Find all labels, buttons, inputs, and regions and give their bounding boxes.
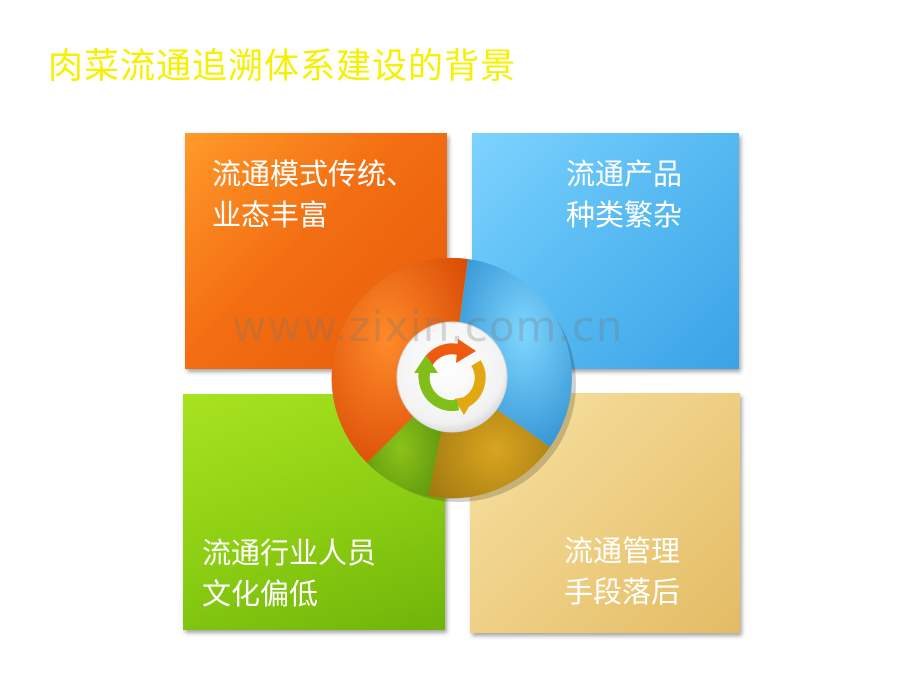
quadrant-text-tan: 流通管理 手段落后 bbox=[564, 531, 680, 613]
quadrant-line: 种类繁杂 bbox=[566, 198, 683, 232]
page-title: 肉菜流通追溯体系建设的背景 bbox=[48, 47, 517, 87]
recycle-arrows-icon bbox=[414, 339, 486, 415]
quadrant-text-green: 流通行业人员 文化偏低 bbox=[202, 533, 376, 615]
wheel-segment-blue bbox=[452, 259, 572, 447]
quadrant-line: 流通产品 bbox=[566, 157, 683, 191]
quadrant-line: 流通行业人员 bbox=[202, 536, 377, 570]
quadrant-text-orange: 流通模式传统、 业态丰富 bbox=[212, 154, 415, 236]
quadrant-text-blue: 流通产品 种类繁杂 bbox=[566, 154, 682, 236]
quadrant-line: 手段落后 bbox=[564, 575, 681, 609]
quadrant-line: 流通管理 bbox=[564, 534, 681, 568]
quadrant-line: 文化偏低 bbox=[202, 577, 319, 611]
watermark: www.zixin.com.cn bbox=[232, 302, 624, 351]
quadrant-line: 流通模式传统、 bbox=[212, 157, 416, 191]
wheel-center-disc bbox=[396, 321, 508, 433]
quadrant-line: 业态丰富 bbox=[212, 198, 329, 232]
